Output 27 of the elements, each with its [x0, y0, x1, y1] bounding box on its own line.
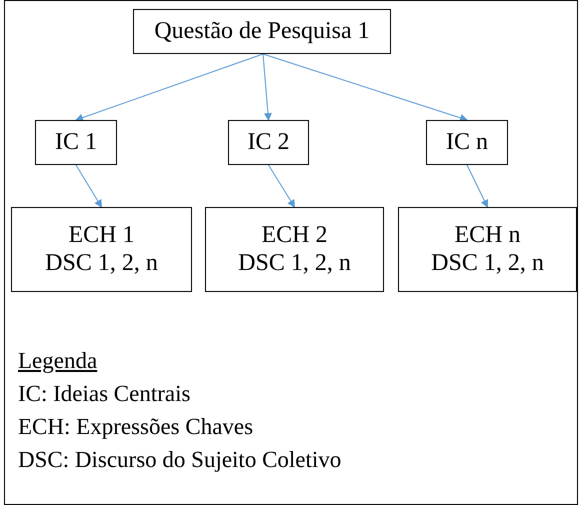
- idea-box: [35, 120, 117, 165]
- expression-box: [11, 207, 192, 292]
- legend-entry: IC: Ideias Centrais: [18, 380, 192, 408]
- arrow: [466, 164, 488, 208]
- box-text: IC 1: [55, 128, 97, 156]
- box-text: DSC 1, 2, n: [431, 250, 544, 278]
- box-text: ECH n: [454, 222, 520, 250]
- legend-heading: Legenda: [18, 347, 98, 375]
- box-text: ECH 1: [68, 222, 134, 250]
- arrow: [75, 54, 264, 122]
- box-text: ECH 2: [262, 222, 328, 250]
- idea-box: [426, 120, 508, 165]
- expression-box: [398, 207, 577, 292]
- expression-box: [205, 207, 384, 292]
- question-box: [133, 9, 391, 54]
- box-text: IC n: [446, 128, 488, 156]
- arrow: [76, 164, 102, 208]
- arrow: [262, 54, 272, 121]
- box-text: Questão de Pesquisa 1: [154, 18, 370, 46]
- box-text: DSC 1, 2, n: [238, 250, 351, 278]
- box-text: DSC 1, 2, n: [45, 250, 158, 278]
- arrow: [262, 54, 468, 122]
- box-text: IC 2: [248, 128, 290, 156]
- legend-entry: ECH: Expressões Chaves: [18, 413, 254, 441]
- idea-box: [228, 120, 309, 165]
- legend-entry: DSC: Discurso do Sujeito Coletivo: [18, 446, 342, 474]
- arrow: [268, 164, 296, 208]
